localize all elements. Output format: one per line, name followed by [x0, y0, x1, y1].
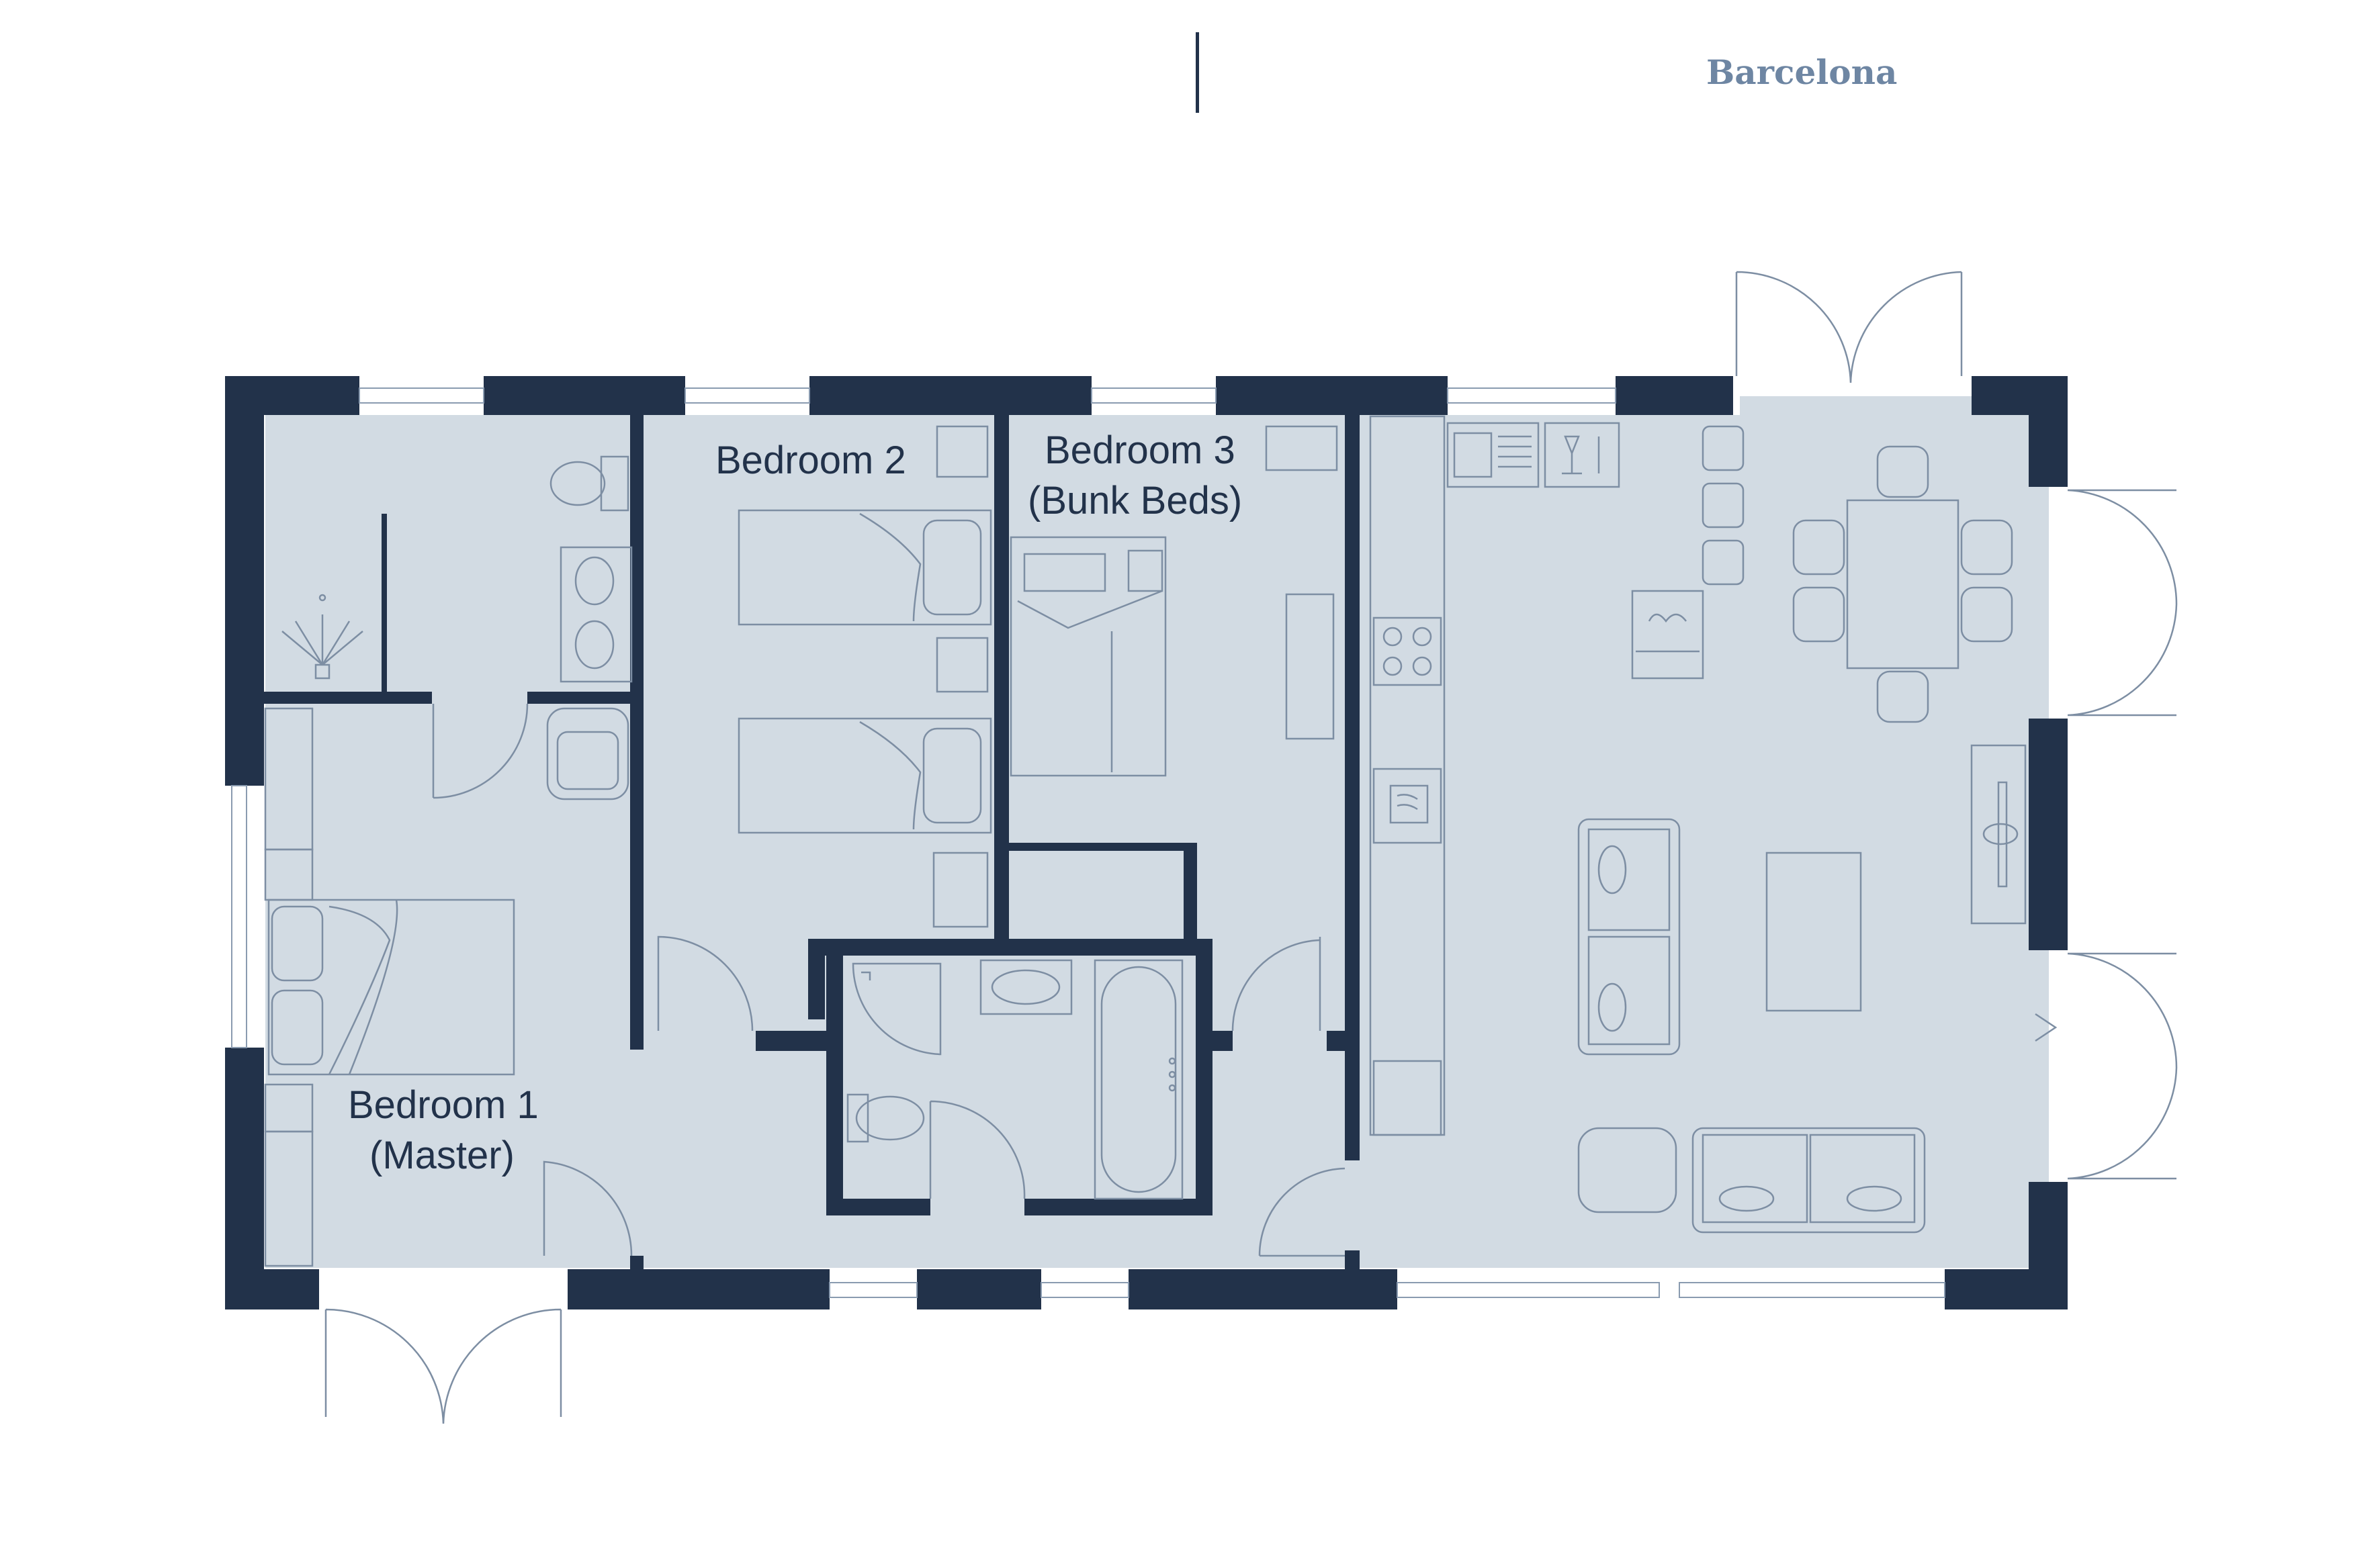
room-label-bedroom-2: Bedroom 2: [715, 439, 906, 482]
room-label-bedroom-1: Bedroom 1: [348, 1083, 539, 1127]
kitchen-sink-icon: [1446, 422, 1540, 488]
shower-icon: [281, 594, 363, 680]
interior-walls: [264, 415, 1360, 1271]
windows: [231, 387, 1945, 1298]
bathtub-icon: [1094, 959, 1184, 1200]
wine-glass-icon: [1544, 422, 1620, 488]
dining-chair: [1792, 586, 1845, 643]
bunk-bed: [1010, 536, 1167, 777]
shower-icon: [852, 962, 942, 1056]
master-bedroom-furniture: [264, 455, 633, 1267]
bar-stool: [1702, 482, 1745, 528]
kitchen: [1369, 415, 1745, 1136]
doors: [324, 271, 2178, 1424]
sofa-icon: [1691, 1127, 1926, 1234]
dining-table: [1846, 499, 1959, 670]
floor-area: [265, 396, 2049, 1268]
window: [1447, 387, 1616, 404]
window: [829, 1282, 918, 1298]
header: Barcelona: [1196, 32, 1897, 113]
bedroom-2-furniture: [738, 425, 992, 928]
single-bed: [738, 509, 992, 626]
dining-chair: [1792, 519, 1845, 576]
bathroom-fixtures: [846, 959, 1184, 1200]
room-label-bedroom-3-sub: (Bunk Beds): [1028, 479, 1242, 522]
header-divider: [1196, 32, 1199, 113]
brand-title: Barcelona: [1706, 52, 1897, 92]
double-bed: [267, 899, 515, 1076]
window: [685, 387, 810, 404]
window: [359, 387, 484, 404]
sink-icon: [560, 546, 633, 683]
single-bed: [738, 717, 992, 834]
coffee-table: [1765, 852, 1862, 1012]
toilet-icon: [549, 455, 629, 512]
dining-chair: [1960, 586, 2013, 643]
window: [1041, 1282, 1129, 1298]
toilet-icon: [846, 1093, 925, 1143]
bar-stool: [1702, 539, 1745, 586]
dining-chair: [1876, 445, 1929, 498]
window: [1091, 387, 1217, 404]
dining-chair: [1960, 519, 2013, 576]
sofa-icon: [1577, 818, 1681, 1056]
room-labels: Bedroom 1 (Master) Bedroom 2 Bedroom 3 (…: [348, 428, 1242, 1177]
bedroom-3-furniture: [1010, 425, 1338, 777]
window: [231, 785, 247, 1048]
kitchen-island: [1631, 590, 1704, 680]
dining-area: [1792, 445, 2013, 723]
sink-icon: [979, 959, 1073, 1015]
room-label-bedroom-1-sub: (Master): [369, 1134, 515, 1177]
bar-stool: [1702, 425, 1745, 471]
armchair-icon: [546, 707, 629, 800]
hob-icon: [1372, 616, 1442, 686]
outer-walls: [225, 376, 2068, 1309]
room-label-bedroom-3: Bedroom 3: [1045, 428, 1235, 472]
microwave-icon: [1372, 768, 1442, 844]
tv-unit-icon: [1970, 744, 2027, 925]
armchair-icon: [1577, 1127, 1677, 1213]
window: [1397, 1282, 1660, 1298]
window: [1679, 1282, 1945, 1298]
dining-chair: [1876, 670, 1929, 723]
lounge-area: [1577, 744, 2027, 1234]
